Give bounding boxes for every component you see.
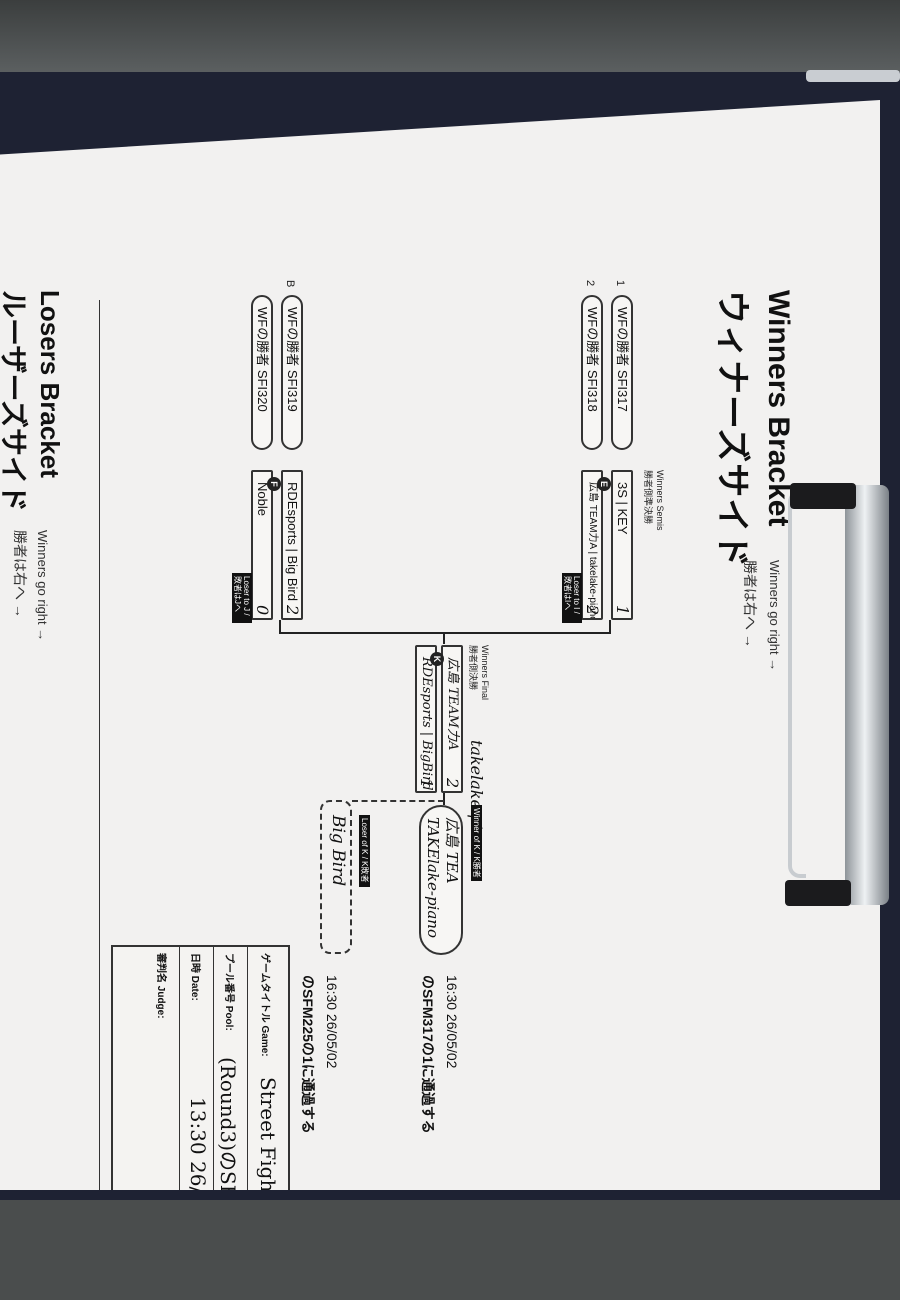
slot-wf-sfi317: WFの勝者 SFI317 xyxy=(611,295,633,450)
section-divider xyxy=(99,300,100,1190)
winners-hint-jp: 勝者は右へ → xyxy=(742,560,758,648)
clip-wire xyxy=(788,490,806,878)
final-label-en: Winners Final xyxy=(480,645,490,701)
clip-tab-bottom xyxy=(785,880,851,906)
losers-hint-en: Winners go right → xyxy=(35,530,50,642)
semis-label-jp: 勝者側準決勝 xyxy=(643,470,653,525)
info-row-date: 日時 Date: 13:30 26/05/02 xyxy=(179,947,214,1251)
winner-k-name-2: TAKElake-piano xyxy=(424,817,442,938)
match-info-box: ゲームタイトル Game: Street Fighter 6 プール番号 Poo… xyxy=(111,945,290,1252)
final-slot-bottom: RDEsports | BigBird xyxy=(415,645,437,793)
winner-k-name-1: 広島 TEA xyxy=(443,817,461,884)
game-value: Street Fighter 6 xyxy=(256,1077,280,1241)
winner-of-k-tag: Winner of K / K勝者 xyxy=(471,805,482,881)
pool-label: プール番号 Pool: xyxy=(223,953,234,1031)
seed-b: B xyxy=(284,280,296,288)
connector-f xyxy=(279,620,281,632)
slot-wf-sfi319: WFの勝者 SFI319 xyxy=(281,295,303,450)
date-value: 13:30 26/05/02 xyxy=(186,1097,210,1251)
connector-to-final xyxy=(443,632,445,644)
final-score-bottom: 1 xyxy=(417,778,436,789)
clipboard-edge xyxy=(806,70,900,82)
connector-e xyxy=(609,620,611,632)
slot-wf-sfi318: WFの勝者 SFI318 xyxy=(581,295,603,450)
info-row-game: ゲームタイトル Game: Street Fighter 6 xyxy=(247,947,288,1241)
clip-tab-top xyxy=(790,483,856,509)
judge-label: 審判名 Judge: xyxy=(155,953,166,1019)
match-e-badge: E xyxy=(597,477,611,491)
slot-wf-sfi320: WFの勝者 SFI320 xyxy=(251,295,273,450)
winner-k-time: 16:30 26/05/02 xyxy=(444,975,460,1069)
winner-k-advance: のSFM317の1に通過する xyxy=(420,975,436,1134)
clip-bar xyxy=(845,485,889,905)
losers-title-jp: ルーザーズサイド xyxy=(0,290,29,513)
slot-hiroshima-team: 広島 TEAM力A | takelake-piano xyxy=(581,470,603,620)
sheet-content: Winners Bracket ウィナーズサイド Winners go righ… xyxy=(0,100,880,1252)
slot-rdesports: RDEsports | Big Bird xyxy=(281,470,303,620)
winners-title-jp: ウィナーズサイド xyxy=(713,290,751,569)
loser-to-i-tag: Loser to I / 敗者はIへ xyxy=(562,573,582,623)
info-row-pool: プール番号 Pool: (Round3)のSFK317 xyxy=(213,947,248,1252)
loser-of-k-tag: Loser of K / K敗者 xyxy=(359,815,370,887)
winner-k-slot: 広島 TEA TAKElake-piano xyxy=(419,805,463,955)
info-row-judge: 審判名 Judge: xyxy=(146,947,180,1190)
match-f-badge: F xyxy=(267,477,281,491)
losers-title-en: Losers Bracket xyxy=(35,290,65,478)
seed-2: 2 xyxy=(584,280,596,287)
slot-3s-key: 3S | KEY xyxy=(611,470,633,620)
score-e-bottom: 2 xyxy=(583,605,602,616)
game-label: ゲームタイトル Game: xyxy=(259,953,270,1057)
losers-hint-jp: 勝者は右へ → xyxy=(12,530,28,618)
score-f-bottom: 0 xyxy=(253,605,272,616)
pool-value: (Round3)のSFK317 xyxy=(216,1057,240,1252)
bracket-sheet: Winners Bracket ウィナーズサイド Winners go righ… xyxy=(0,100,880,1190)
score-e-top: 1 xyxy=(613,605,632,616)
slot-noble: Noble xyxy=(251,470,273,620)
final-label-jp: 勝者側決勝 xyxy=(468,645,478,691)
winners-hint-en: Winners go right → xyxy=(767,560,782,672)
semis-label-en: Winners Semis xyxy=(655,470,665,531)
final-slot-top: 広島 TEAM力A xyxy=(441,645,463,793)
connector-vertical xyxy=(279,632,611,634)
date-label: 日時 Date: xyxy=(189,953,200,1001)
loser-to-j-tag: Loser to J / 敗者はJへ xyxy=(232,573,252,623)
loser-k-name: Big Bird xyxy=(328,815,348,887)
final-score-top: 2 xyxy=(443,778,462,789)
loser-k-time: 16:30 26/05/02 xyxy=(324,975,340,1069)
score-f-top: 2 xyxy=(283,605,302,616)
seed-1: 1 xyxy=(614,280,626,287)
match-k-badge: K xyxy=(430,652,444,666)
loser-k-connector xyxy=(352,800,444,804)
loser-k-advance: のSFM225の1に通過する xyxy=(300,975,316,1134)
